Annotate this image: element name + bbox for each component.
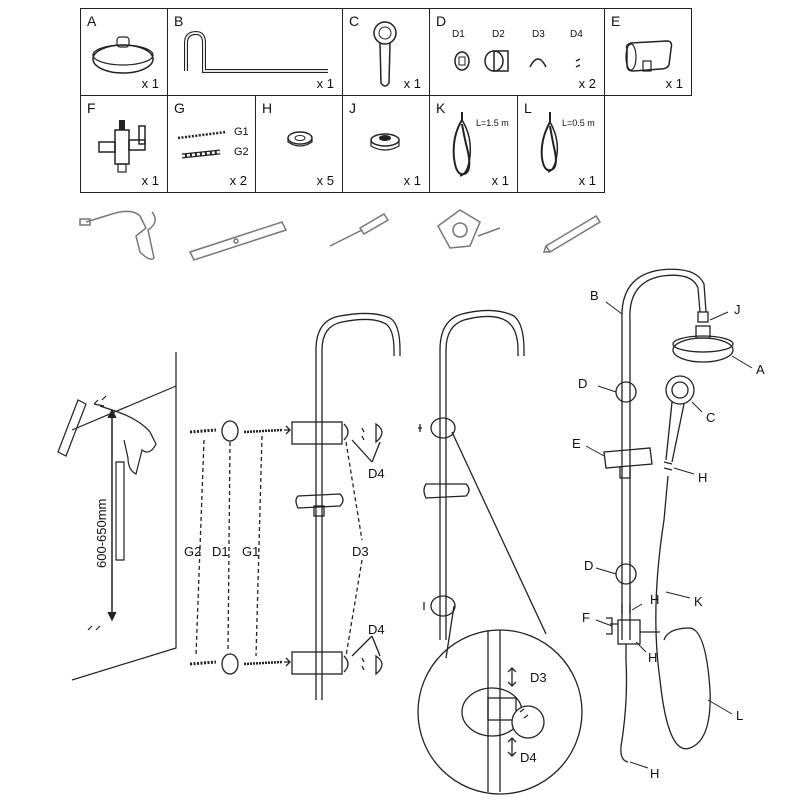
label-a: A: [756, 362, 765, 377]
label-detail-d4: D4: [520, 750, 537, 765]
part-cell-l: L L=0.5 m x 1: [517, 95, 605, 193]
label-f: F: [582, 610, 590, 625]
part-letter: B: [174, 13, 184, 29]
hose-length-l: L=0.5 m: [562, 118, 595, 128]
tape-icon: [437, 209, 501, 249]
height-dimension: 600-650mm: [94, 499, 109, 568]
label-d3: D3: [352, 544, 369, 559]
part-qty: x 1: [403, 173, 421, 188]
washer-icon: [287, 131, 313, 147]
gasket-icon: [370, 133, 400, 151]
part-cell-a: A x 1: [80, 8, 168, 96]
label-c: C: [706, 410, 715, 425]
label-d1: D1: [212, 544, 229, 559]
label-j: J: [734, 302, 741, 317]
screwdriver-icon: [329, 212, 390, 247]
sub-label-d4: D4: [570, 29, 583, 40]
part-cell-k: K L=1.5 m x 1: [429, 95, 518, 193]
screws-plugs-icon: [177, 130, 227, 159]
part-qty: x 1: [665, 76, 683, 91]
part-cell-d: D D1 D2 D3 D4 x 2: [429, 8, 605, 96]
part-qty: x 1: [141, 76, 159, 91]
part-letter: E: [611, 13, 621, 29]
part-qty: x 2: [578, 76, 596, 91]
hose-length-k: L=1.5 m: [476, 118, 509, 128]
diverter-valve-icon: [98, 120, 146, 173]
label-k: K: [694, 594, 703, 609]
part-cell-g: G G1 G2 x 2: [167, 95, 256, 193]
pencil-icon: [542, 214, 602, 254]
mounted-rail: [418, 309, 547, 659]
riser-rail-icon: [184, 30, 328, 73]
part-qty: x 5: [316, 173, 334, 188]
part-letter: J: [349, 100, 356, 116]
part-cell-e: E x 1: [604, 8, 692, 96]
label-h-mid: H: [650, 592, 659, 607]
label-h-top: H: [698, 470, 707, 485]
part-letter: F: [87, 100, 96, 116]
sub-label-d3: D3: [532, 29, 545, 40]
label-g1: G1: [242, 544, 259, 559]
part-letter: G: [174, 100, 185, 116]
spirit-level-icon: [188, 221, 288, 261]
hand-shower-icon: [373, 21, 397, 87]
label-b: B: [590, 288, 599, 303]
label-d-top: D: [578, 376, 587, 391]
part-cell-c: C x 1: [342, 8, 430, 96]
label-e: E: [572, 436, 581, 451]
detail-magnifier: [417, 629, 583, 795]
exploded-mounting: [189, 312, 401, 700]
part-qty: x 1: [316, 76, 334, 91]
callout-lines: [585, 301, 753, 769]
wall-drilling-scene: 600-650mm: [57, 352, 177, 681]
label-l: L: [736, 708, 743, 723]
sub-label-d2: D2: [492, 29, 505, 40]
part-qty: x 1: [578, 173, 596, 188]
label-d-bottom: D: [584, 558, 593, 573]
drill-icon: [79, 210, 156, 260]
sub-label-g2: G2: [234, 146, 249, 158]
part-cell-f: F x 1: [80, 95, 168, 193]
part-qty: x 1: [403, 76, 421, 91]
long-hose-icon: [452, 112, 472, 177]
label-g2: G2: [184, 544, 201, 559]
part-letter: K: [436, 100, 446, 116]
label-h-side: H: [648, 650, 657, 665]
sub-label-g1: G1: [234, 126, 249, 138]
bracket-set-icon: [454, 50, 581, 72]
spirit-level-icon: [57, 399, 87, 457]
label-d4-bottom: D4: [368, 622, 385, 637]
part-letter: A: [87, 13, 97, 29]
part-letter: C: [349, 13, 360, 29]
sub-label-d1: D1: [452, 29, 465, 40]
assembled-shower: [603, 268, 734, 763]
part-qty: x 1: [141, 173, 159, 188]
label-d4-top: D4: [368, 466, 385, 481]
part-letter: L: [524, 100, 532, 116]
label-detail-d3: D3: [530, 670, 547, 685]
part-qty: x 1: [491, 173, 509, 188]
part-cell-j: J x 1: [342, 95, 430, 193]
short-hose-icon: [540, 112, 559, 173]
drill-icon: [93, 403, 157, 475]
part-letter: D: [436, 13, 447, 29]
part-letter: H: [262, 100, 273, 116]
label-h-bottom: H: [650, 766, 659, 781]
part-qty: x 2: [229, 173, 247, 188]
shower-head-icon: [92, 36, 154, 74]
slider-bracket-icon: [625, 40, 673, 72]
